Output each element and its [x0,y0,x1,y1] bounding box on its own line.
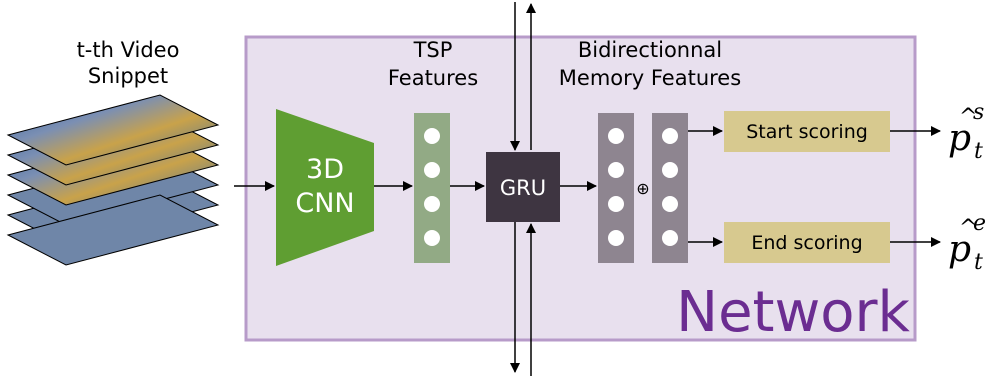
gru-label: GRU [500,176,546,200]
svg-text:^: ^ [959,216,977,241]
end-scoring-box [724,222,890,263]
memory-label-line2: Memory Features [559,66,741,90]
end-scoring-label: End scoring [751,232,862,254]
input-label-line1: t-th Video [77,38,180,62]
svg-text:p: p [948,118,971,159]
network-label: Network [676,280,910,345]
end-probability-symbol: ^ p e t [948,211,986,275]
start-scoring-box [724,111,890,152]
backward-memory-vector [652,113,688,263]
concat-symbol: ⊕ [636,179,649,198]
forward-memory-vector [598,113,634,263]
svg-text:^: ^ [959,105,977,130]
tsp-feature-vector [414,113,450,263]
svg-text:t: t [974,250,983,275]
svg-text:s: s [973,100,984,125]
input-label-line2: Snippet [88,64,168,88]
svg-text:p: p [948,229,971,270]
cnn-block [276,109,374,266]
start-scoring-label: Start scoring [746,121,868,143]
gru-block [486,152,560,222]
svg-text:e: e [973,211,986,236]
tsp-label-line2: Features [388,66,478,90]
start-probability-symbol: ^ p s t [948,100,984,164]
cnn-label-line1: 3D [306,154,344,185]
video-snippet-stack [6,94,220,266]
svg-text:t: t [974,139,983,164]
cnn-label-line2: CNN [295,188,354,219]
tsp-label-line1: TSP [413,38,453,62]
memory-label-line1: Bidirectionnal [578,38,722,62]
